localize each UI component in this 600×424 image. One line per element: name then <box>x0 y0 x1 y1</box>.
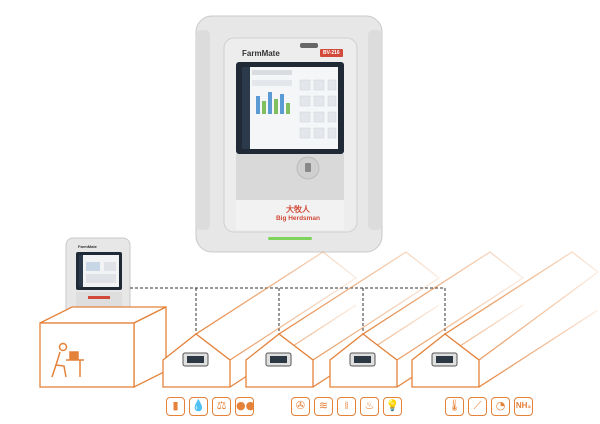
device-lower-panel <box>236 154 344 200</box>
office-worker-icon <box>51 342 84 378</box>
nh3-icon: NH₃ <box>514 397 533 416</box>
screen-info-row <box>252 80 292 86</box>
curtain-icon: ⧚ <box>337 397 356 416</box>
house-3 <box>329 251 525 388</box>
main-controller <box>195 15 383 253</box>
probe-icon: ⟋ <box>468 397 487 416</box>
egg-counter-icon: ●●● <box>235 397 254 416</box>
water-icon: 💧 <box>189 397 208 416</box>
device-top-connector <box>300 43 318 48</box>
office-building <box>39 305 167 389</box>
mini-controller <box>65 237 131 315</box>
key-icon <box>305 163 311 172</box>
scale-icon: ⚖ <box>212 397 231 416</box>
device-logo-en: Big Herdsman <box>275 215 321 222</box>
screen-bar-chart <box>256 92 290 114</box>
heater-icon: ♨ <box>360 397 379 416</box>
screen-header <box>252 70 292 75</box>
screen-sidebar <box>242 67 250 149</box>
screen-tiles <box>299 79 337 139</box>
device-model-badge: BV-216 <box>320 49 343 57</box>
mini-device-brand-label: FarmMate <box>78 244 97 249</box>
light-icon: 💡 <box>383 397 402 416</box>
fan-icon: ✇ <box>291 397 310 416</box>
house-4 <box>411 251 600 388</box>
inlet-icon: ≋ <box>314 397 333 416</box>
device-side-grip-right <box>368 30 382 230</box>
thermometer-icon: 🌡 <box>445 397 464 416</box>
device-brand-label: FarmMate <box>242 49 280 58</box>
pressure-icon: ◔ <box>491 397 510 416</box>
feed-icon: ▮ <box>166 397 185 416</box>
device-status-led <box>268 237 312 240</box>
mini-logo-mark <box>88 296 110 299</box>
device-logo-cn: 大牧人 <box>286 205 310 214</box>
device-logo-area <box>236 200 344 230</box>
device-side-grip-left <box>196 30 210 230</box>
